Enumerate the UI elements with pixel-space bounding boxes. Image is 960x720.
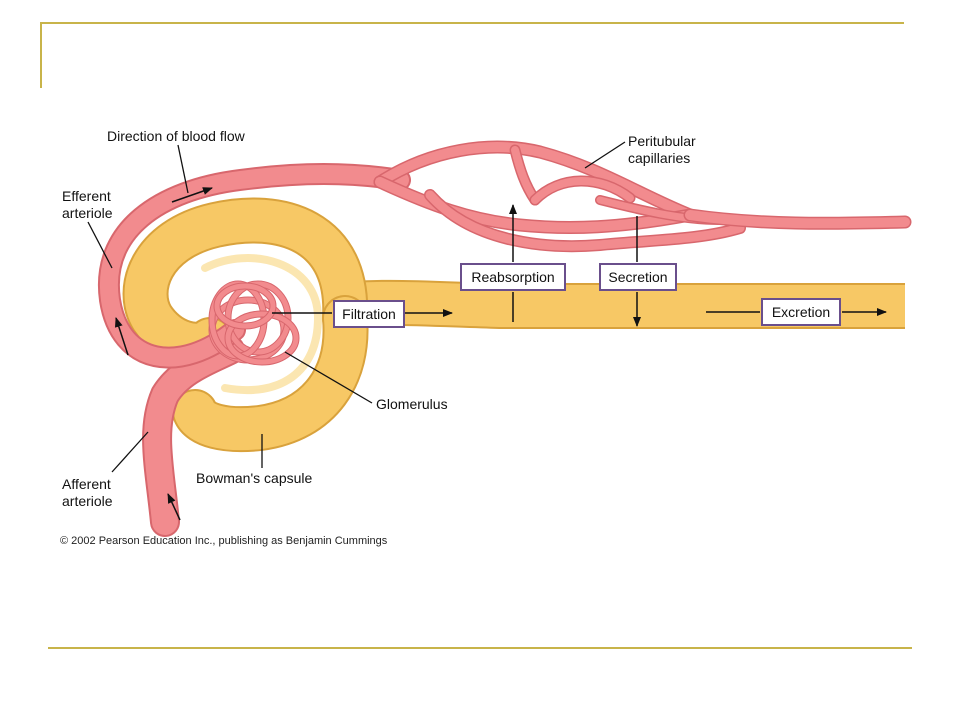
- peritubular-capillary-network: [373, 140, 912, 253]
- blood-flow-arrow-top: [171, 187, 213, 203]
- label-efferent-line1: Efferent: [62, 188, 111, 204]
- label-peritubular-line2: capillaries: [628, 150, 691, 166]
- label-glomerulus: Glomerulus: [376, 396, 448, 412]
- glomerulus-loops: [208, 280, 300, 366]
- flow-arrows: [114, 187, 887, 521]
- label-afferent-line2: arteriole: [62, 493, 113, 509]
- label-efferent-line2: arteriole: [62, 205, 113, 221]
- blood-flow-arrow-efferent: [114, 317, 129, 356]
- left-rule: [40, 22, 42, 88]
- label-direction-of-blood-flow: Direction of blood flow: [107, 128, 245, 144]
- leader-direction: [177, 144, 189, 194]
- leader-peritubular: [584, 141, 626, 169]
- copyright-notice: © 2002 Pearson Education Inc., publishin…: [60, 535, 388, 547]
- blood-vessels: [97, 140, 912, 537]
- leader-glomerulus: [284, 351, 373, 404]
- box-reabsorption: Reabsorption: [460, 263, 566, 291]
- label-bowmans-capsule: Bowman's capsule: [196, 470, 313, 486]
- top-rule: [40, 22, 904, 24]
- leader-lines: [87, 141, 626, 473]
- label-peritubular-line1: Peritubular: [628, 133, 696, 149]
- box-secretion: Secretion: [599, 263, 677, 291]
- box-filtration: Filtration: [333, 300, 405, 328]
- leader-efferent: [87, 221, 113, 269]
- label-efferent-arteriole: Efferent arteriole: [62, 188, 113, 222]
- bottom-rule: [48, 647, 912, 649]
- box-excretion: Excretion: [761, 298, 841, 326]
- blood-flow-arrow-afferent: [167, 493, 181, 521]
- label-peritubular-capillaries: Peritubular capillaries: [628, 133, 696, 167]
- label-afferent-line1: Afferent: [62, 476, 111, 492]
- label-afferent-arteriole: Afferent arteriole: [62, 476, 113, 510]
- leader-afferent: [111, 431, 149, 473]
